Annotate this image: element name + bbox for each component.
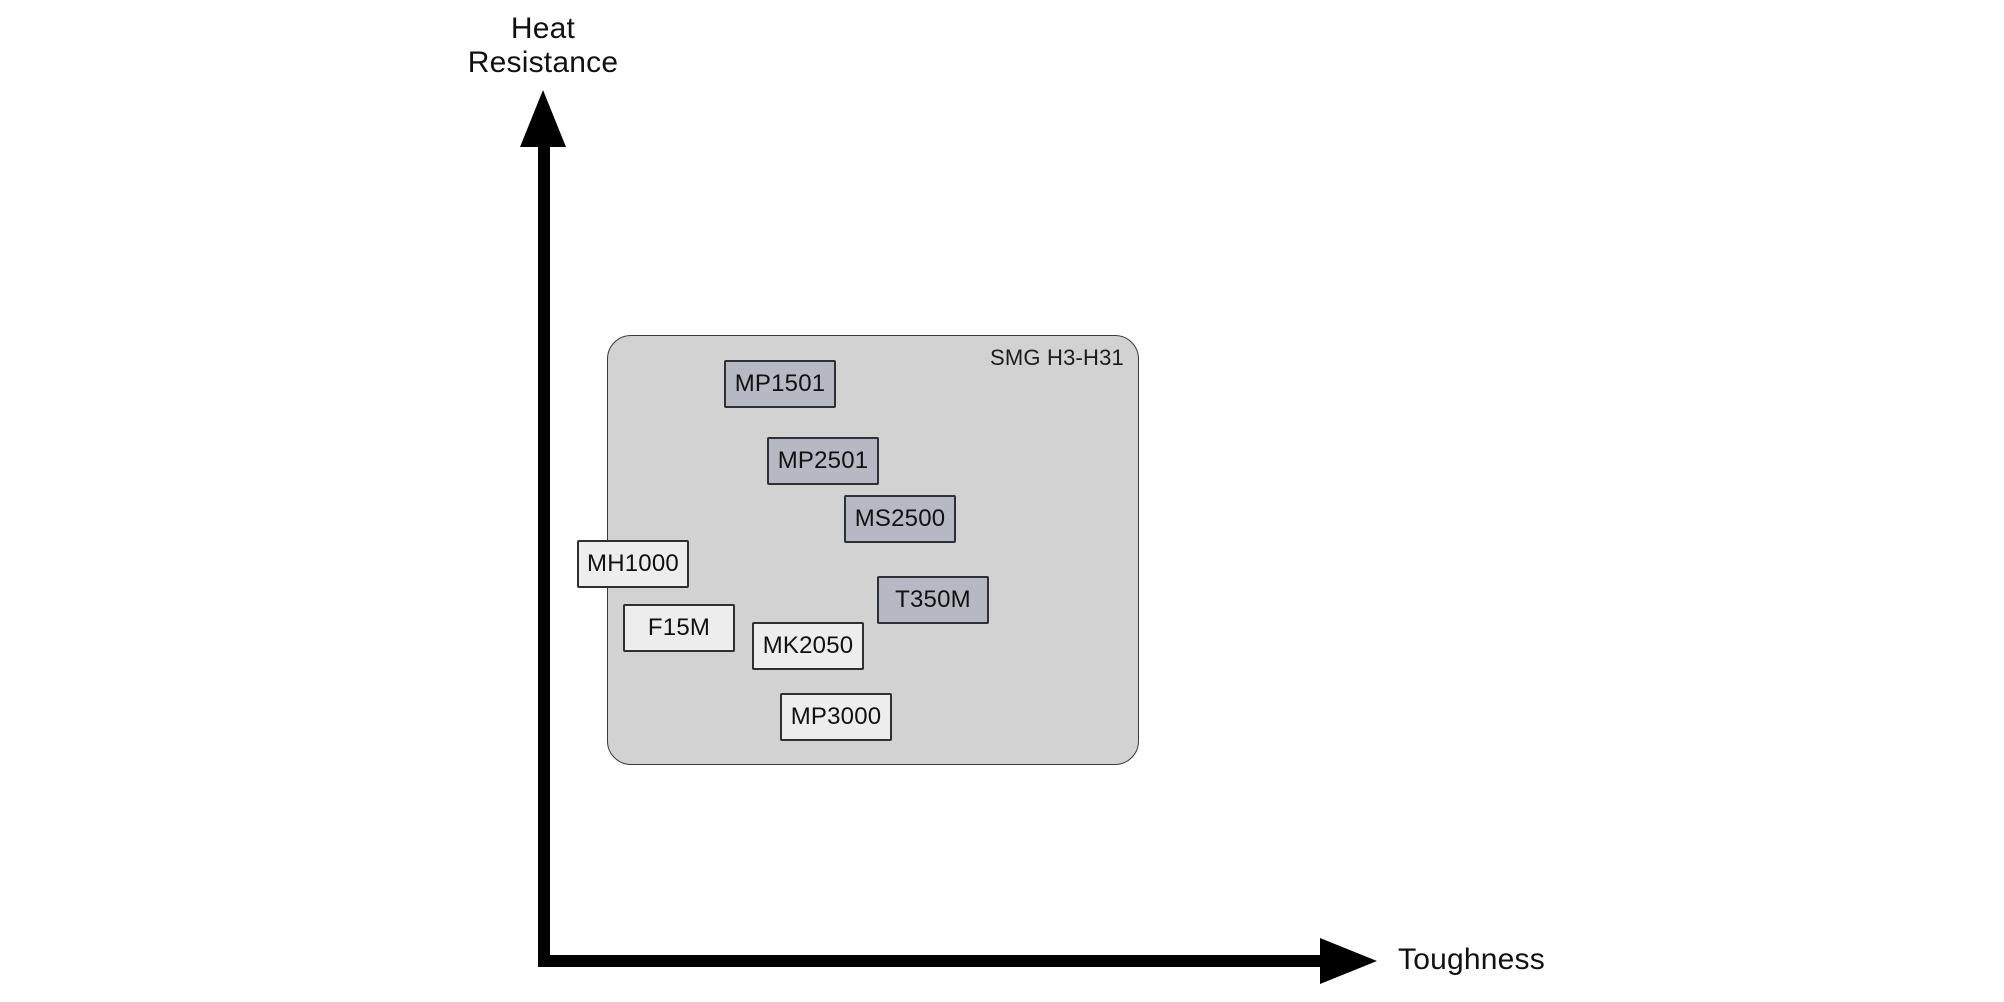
material-label: MP2501 xyxy=(777,447,869,474)
material-label: MS2500 xyxy=(854,505,946,532)
material-box-mh1000: MH1000 xyxy=(577,540,689,588)
material-box-f15m: F15M xyxy=(623,604,735,652)
material-label: MH1000 xyxy=(587,550,679,577)
material-box-mk2050: MK2050 xyxy=(752,622,864,670)
x-axis-line xyxy=(538,955,1322,967)
material-box-mp1501: MP1501 xyxy=(724,360,836,408)
group-label: SMG H3-H31 xyxy=(989,345,1124,370)
material-box-t350m: T350M xyxy=(877,576,989,624)
material-label: MP3000 xyxy=(790,703,882,730)
y-axis-arrowhead-icon xyxy=(520,90,566,147)
material-box-mp3000: MP3000 xyxy=(780,693,892,741)
material-label: MP1501 xyxy=(734,370,826,397)
y-axis-label-line1: Heat xyxy=(510,12,576,45)
material-label: MK2050 xyxy=(762,632,854,659)
y-axis-label-line2: Resistance xyxy=(467,46,619,79)
material-label: T350M xyxy=(895,586,971,613)
y-axis-label: Heat Resistance xyxy=(393,12,693,80)
material-box-ms2500: MS2500 xyxy=(844,495,956,543)
x-axis-arrowhead-icon xyxy=(1320,938,1377,984)
x-axis-label: Toughness xyxy=(1398,943,1545,976)
y-axis-line xyxy=(538,138,550,967)
material-label: F15M xyxy=(647,614,711,641)
material-box-mp2501: MP2501 xyxy=(767,437,879,485)
